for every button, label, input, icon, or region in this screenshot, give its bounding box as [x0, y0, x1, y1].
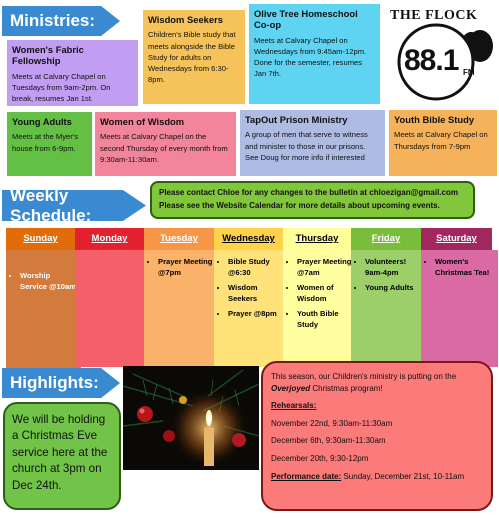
rehearsal-date: November 22nd, 9:30am-11:30am [271, 418, 393, 428]
day-events-friday: Volunteers! 9am-4pmYoung Adults [351, 250, 427, 367]
tapout-body: A group of men that serve to witness and… [245, 130, 368, 162]
performance-value: Sunday, December 21st, 10-11am [341, 471, 465, 481]
notice-contact-line: Please contact Chloe for any changes to … [159, 188, 458, 197]
program-intro: This season, our Children's ministry is … [271, 371, 483, 394]
day-header-thursday: Thursday [283, 228, 351, 250]
wisdom-seekers-title: Wisdom Seekers [148, 14, 223, 25]
day-header-friday: Friday [351, 228, 421, 250]
logo-frequency: 88.1 [404, 44, 459, 77]
schedule-event: Young Adults [365, 282, 424, 293]
schedule-event: Women's Christmas Tea! [435, 256, 495, 278]
wisdom-seekers-body: Children's Bible study that meets alongs… [148, 30, 236, 85]
christmas-eve-highlight: We will be holding a Christmas Eve servi… [3, 402, 121, 510]
women-of-wisdom-card: Women of Wisdom Meets at Calvary Chapel … [95, 112, 236, 176]
schedule-event: Volunteers! 9am-4pm [365, 256, 424, 278]
logo-top-text: THE FLOCK [390, 8, 478, 23]
olive-tree-title: Olive Tree Homeschool Co-op [254, 8, 358, 31]
weekly-schedule-banner: Weekly Schedule: [2, 190, 146, 221]
day-header-sunday: Sunday [6, 228, 75, 250]
performance-label: Performance date: [271, 471, 342, 481]
young-adults-body: Meets at the Myer's house from 6-9pm. [12, 132, 79, 153]
schedule-event: Women of Wisdom [297, 282, 354, 304]
schedule-event: Youth Bible Study [297, 308, 354, 330]
schedule-event: Prayer Meeting @7am [297, 256, 354, 278]
rehearsal-date: December 20th, 9:30-12pm [271, 453, 369, 463]
schedule-event: Wisdom Seekers [228, 282, 286, 304]
day-events-monday [75, 250, 150, 367]
women-of-wisdom-title: Women of Wisdom [100, 116, 185, 127]
day-header-monday: Monday [75, 228, 144, 250]
olive-tree-body: Meets at Calvary Chapel on Wednesdays fr… [254, 35, 367, 79]
day-events-sunday: Worship Service @10am [6, 250, 81, 381]
tapout-card: TapOut Prison Ministry A group of men th… [240, 110, 385, 176]
young-adults-card: Young Adults Meets at the Myer's house f… [7, 112, 92, 176]
schedule-event: Bible Study @6:30 [228, 256, 286, 278]
performance-line: Performance date: Sunday, December 21st,… [271, 471, 483, 483]
ministries-banner: Ministries: [2, 6, 120, 36]
notice-calendar-line: Please see the Website Calendar for more… [159, 200, 440, 210]
program-intro-text: This season, our Children's ministry is … [271, 372, 457, 381]
young-adults-title: Young Adults [12, 116, 72, 127]
rehearsal-date: December 6th, 9:30am-11:30am [271, 436, 386, 446]
youth-bible-card: Youth Bible Study Meets at Calvary Chape… [389, 110, 497, 176]
bulletin-notice: Please contact Chloe for any changes to … [150, 181, 475, 219]
rehearsals-label: Rehearsals: [271, 401, 317, 411]
program-intro-end: Christmas program! [310, 383, 383, 393]
day-events-wednesday: Bible Study @6:30Wisdom SeekersPrayer @8… [214, 250, 289, 367]
womens-fabric-body: Meets at Calvary Chapel on Tuesdays from… [12, 71, 111, 104]
highlights-banner: Highlights: [2, 368, 120, 398]
weekly-schedule-heading: Weekly Schedule: [10, 185, 92, 225]
women-of-wisdom-body: Meets at Calvary Chapel on the second Th… [100, 132, 228, 164]
schedule-event: Worship Service @10am [20, 270, 78, 292]
tapout-title: TapOut Prison Ministry [245, 114, 348, 125]
highlights-heading: Highlights: [10, 373, 99, 392]
christmas-eve-text: We will be holding a Christmas Eve servi… [12, 413, 108, 492]
wisdom-seekers-card: Wisdom Seekers Children's Bible study th… [143, 10, 245, 104]
day-events-saturday: Women's Christmas Tea! [421, 250, 498, 367]
day-header-saturday: Saturday [421, 228, 492, 250]
the-flock-logo: THE FLOCK 88.1 FM [386, 2, 496, 106]
youth-bible-title: Youth Bible Study [394, 114, 475, 125]
day-events-thursday: Prayer Meeting @7amWomen of WisdomYouth … [283, 250, 357, 367]
day-events-tuesday: Prayer Meeting @7pm [144, 250, 220, 367]
program-title: Overjoyed [271, 383, 311, 393]
schedule-event: Prayer Meeting @7pm [158, 256, 217, 278]
logo-band: FM [463, 68, 475, 77]
day-header-wednesday: Wednesday [214, 228, 283, 250]
christmas-candle-photo [123, 366, 259, 470]
schedule-event: Prayer @8pm [228, 308, 286, 319]
olive-tree-card: Olive Tree Homeschool Co-op Meets at Cal… [249, 4, 380, 104]
ministries-heading: Ministries: [10, 11, 96, 30]
womens-fabric-card: Women's Fabric Fellowship Meets at Calva… [7, 40, 138, 106]
christmas-program-card: This season, our Children's ministry is … [261, 361, 493, 511]
womens-fabric-title: Women's Fabric Fellowship [12, 44, 84, 67]
youth-bible-body: Meets at Calvary Chapel on Thursdays fro… [394, 130, 488, 151]
day-header-tuesday: Tuesday [144, 228, 214, 250]
